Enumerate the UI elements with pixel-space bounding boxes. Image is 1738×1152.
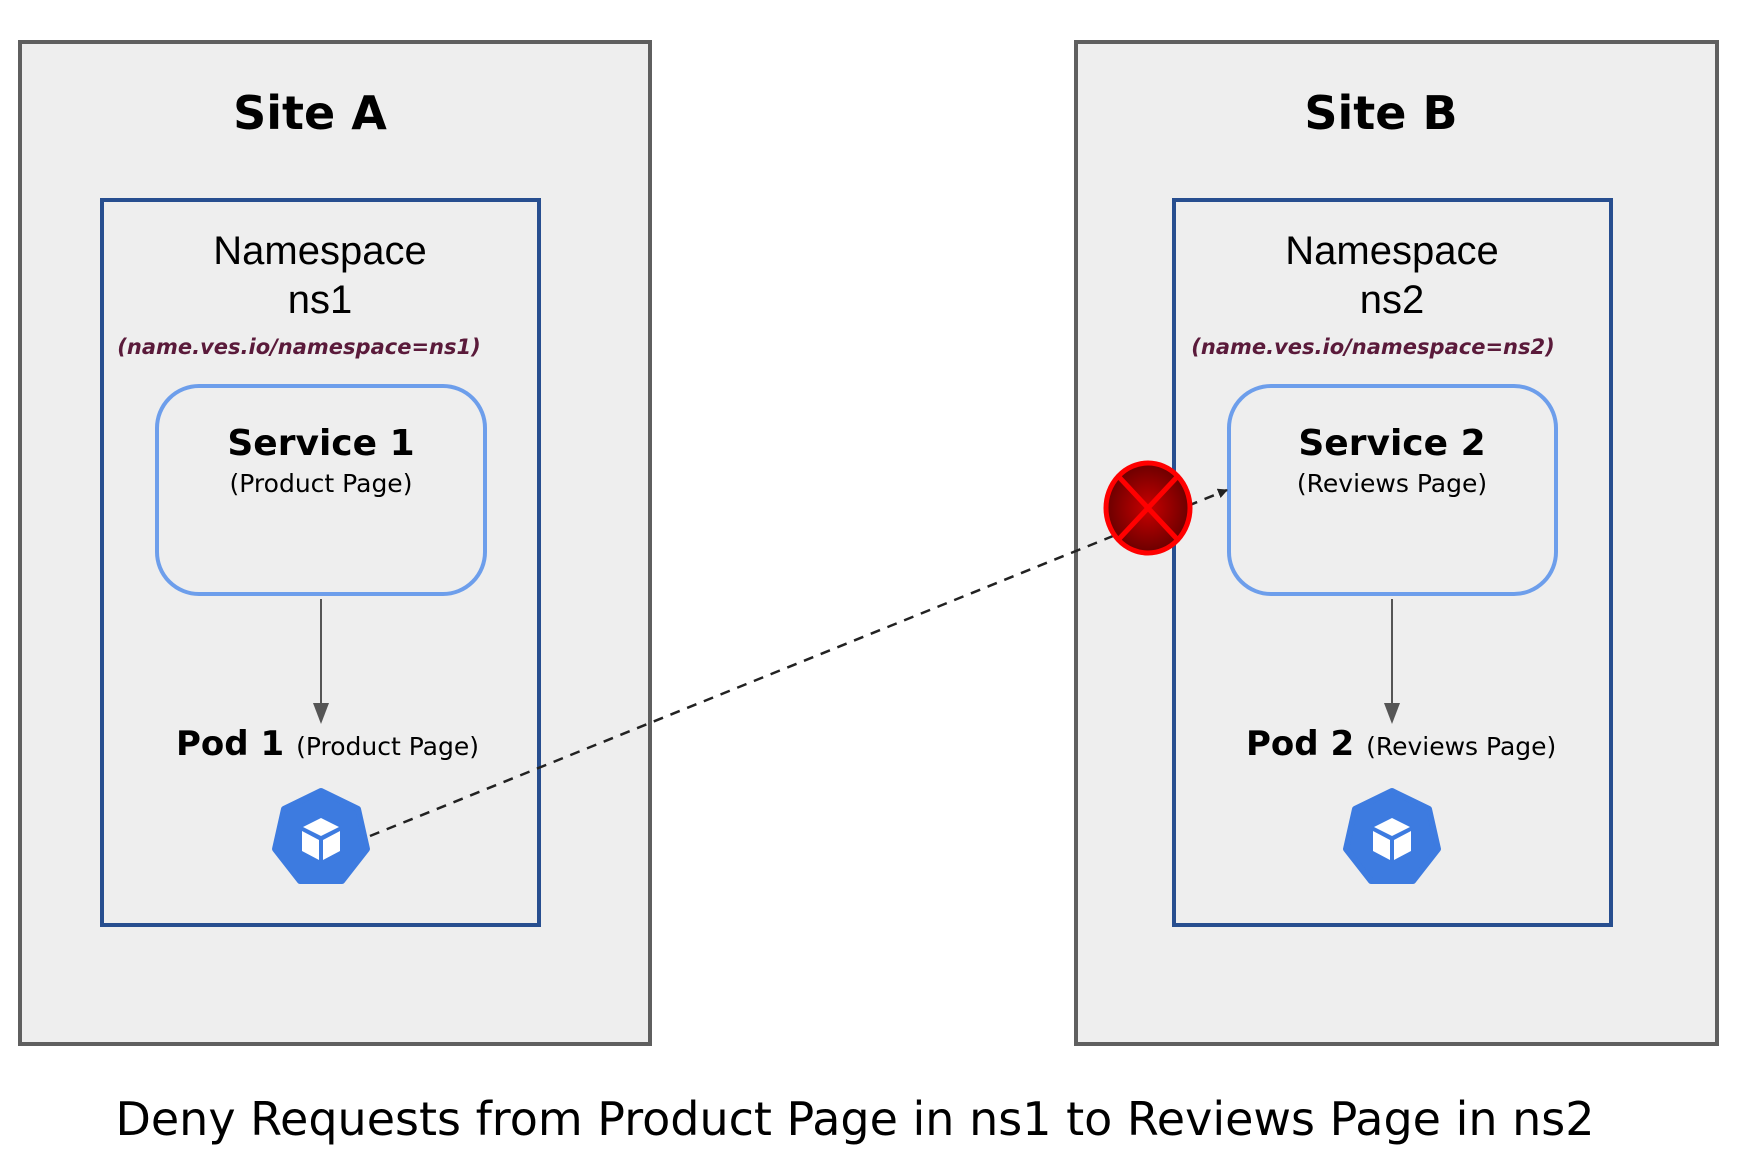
namespace-label: (name.ves.io/namespace=ns2) xyxy=(1191,335,1554,359)
diagram-caption: Deny Requests from Product Page in ns1 t… xyxy=(115,1092,1594,1146)
namespace-title: Namespace xyxy=(213,229,426,273)
site-a-title: Site A xyxy=(233,86,387,140)
site-b: Site B Namespace ns2 (name.ves.io/namesp… xyxy=(1074,40,1719,1046)
deny-x-icon xyxy=(1103,460,1193,556)
namespace-ns1-box xyxy=(100,198,541,927)
pod-1-label: Pod 1 (Product Page) xyxy=(176,724,479,764)
pod-2-title: Pod 2 xyxy=(1246,724,1354,764)
pod-1-subtitle: (Product Page) xyxy=(296,732,479,761)
arrowhead xyxy=(313,703,329,724)
pod-1-title: Pod 1 xyxy=(176,724,284,764)
service-2-title: Service 2 xyxy=(1298,423,1485,464)
namespace-label: (name.ves.io/namespace=ns1) xyxy=(117,335,480,359)
service-1-box xyxy=(155,384,487,596)
namespace-name: ns1 xyxy=(288,278,353,322)
kubernetes-pod-icon xyxy=(275,791,367,881)
service-1-subtitle: (Product Page) xyxy=(230,469,413,498)
pod-2-label: Pod 2 (Reviews Page) xyxy=(1246,724,1556,764)
arrowhead xyxy=(1384,703,1400,724)
service-2-subtitle: (Reviews Page) xyxy=(1297,469,1487,498)
service-2-box xyxy=(1227,384,1558,596)
service-1-title: Service 1 xyxy=(227,423,414,464)
namespace-name: ns2 xyxy=(1360,278,1425,322)
site-a: Site A Namespace ns1 (name.ves.io/namesp… xyxy=(18,40,652,1046)
pod-2-subtitle: (Reviews Page) xyxy=(1366,732,1556,761)
site-a-box xyxy=(18,40,652,1046)
kubernetes-pod-icon xyxy=(1346,791,1438,881)
namespace-ns2-box xyxy=(1172,198,1613,927)
site-b-title: Site B xyxy=(1304,86,1457,140)
namespace-title: Namespace xyxy=(1285,229,1498,273)
